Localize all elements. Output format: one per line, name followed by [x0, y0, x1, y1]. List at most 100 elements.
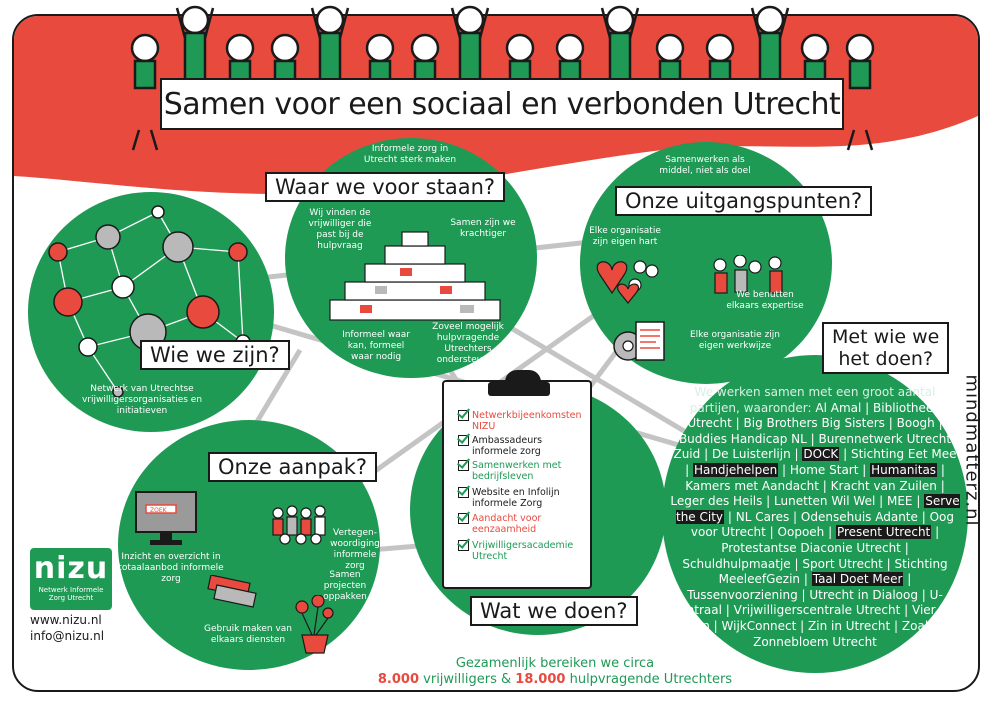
caption-aanpak-bottom: Gebruik maken van elkaars diensten [203, 624, 293, 645]
network-graph-illustration [48, 205, 251, 398]
clipboard-clip [488, 382, 550, 396]
bottom-line1: Gezamenlijk bereiken we circa [455, 656, 655, 671]
partner-item: Leger des Heils [670, 494, 763, 509]
label-waar-we-voor-staan: Waar we voor staan? [265, 172, 506, 202]
label-met-wie-line2: het doen? [838, 348, 934, 370]
caption-waar-top: Informele zorg in Utrecht sterk maken [363, 144, 457, 165]
partner-item: Utrecht in Dialoog [809, 587, 918, 602]
partner-item: Stichting MeeleefGezin [718, 556, 948, 587]
partner-item: Tussenvoorziening [687, 587, 798, 602]
bottom-line2: 8.000 vrijwilligers & 18.000 hulpvragend… [320, 672, 790, 687]
partner-item: Vrijwilligerscentrale Utrecht [733, 603, 901, 618]
label-wat-we-doen: Wat we doen? [470, 596, 638, 626]
partner-item: Home Start [789, 462, 859, 477]
partner-item: WijkConnect [721, 618, 797, 633]
clients-count: 18.000 [515, 672, 566, 687]
caption-aanpak-right2: Samen projecten oppakken [323, 570, 367, 602]
doen-item-2: Ambassadeurs informele zorg [458, 435, 582, 457]
logo-sub-1: Netwerk Informele [38, 586, 104, 594]
partner-item: Vier het Leven [673, 603, 960, 633]
figure-arms [310, 7, 350, 39]
label-wie-we-zijn: Wie we zijn? [140, 340, 290, 370]
logo-name: nizu [33, 551, 109, 586]
figure-arms [750, 7, 790, 39]
brick-pyramid-illustration [329, 231, 501, 321]
partner-item: De Luisterlijn [711, 447, 791, 462]
caption-uitgang-right: We benutten elkaars expertise [726, 290, 804, 311]
signature-text: mindmatterz.nl [961, 374, 983, 527]
partner-item: Oog voor Utrecht [690, 509, 954, 540]
caption-aanpak-right: Vertegen-woordiging informele zorg [330, 528, 380, 571]
partner-item: Al Amal [815, 400, 862, 415]
partners-list: We werken samen met een groot aantal par… [670, 385, 960, 650]
partner-item: Handjehelpen [692, 462, 779, 477]
email-link[interactable]: info@nizu.nl [30, 629, 105, 643]
monitor-search-icon: ZOEK [135, 491, 197, 545]
partner-item: DOCK [802, 447, 840, 462]
doen-item-text: Samenwerken met bedrijfsleven [472, 460, 562, 482]
partner-item: NL Cares [735, 509, 790, 524]
partner-item: Humanitas [870, 462, 938, 477]
partner-item: Taal Doet Meer [811, 572, 904, 587]
label-met-wie-line1: Met wie we [832, 326, 940, 348]
partner-item: Zoals jij [901, 618, 949, 633]
doen-item-6: Vrijwilligersacademie Utrecht [458, 540, 582, 562]
figure-legs [846, 129, 874, 151]
doen-item-text: Netwerkbijeenkomsten NIZU [472, 410, 582, 432]
label-met-wie: Met wie we het doen? [822, 322, 950, 374]
caption-waar-right: Samen zijn we krachtiger [450, 218, 516, 239]
partner-item: Boogh [896, 416, 935, 431]
partner-item: Burennetwerk Utrecht Zuid [673, 431, 952, 462]
bottom-mid: vrijwilligers & [423, 672, 512, 687]
caption-uitgang-top: Samenwerken als middel, niet als doel [659, 155, 751, 176]
caption-aanpak-left: Inzicht en overzicht in totaalaanbod inf… [118, 552, 224, 584]
partner-item: Oopoeh [777, 525, 825, 540]
partner-item: Zonnebloem Utrecht [753, 634, 877, 649]
website-link[interactable]: www.nizu.nl [30, 613, 102, 627]
partner-item: Zin in Utrecht [808, 618, 891, 633]
doen-item-text: Vrijwilligersacademie Utrecht [472, 540, 574, 562]
flower-pot-icon [295, 595, 334, 654]
partner-item: Lunetten Wil Wel [774, 494, 876, 509]
partner-item: MEE [886, 494, 913, 509]
partner-item: U-Centraal [670, 587, 943, 618]
caption-waar-left: Wij vinden de vrijwilliger die past bij … [308, 208, 372, 251]
partner-item: Big Brothers Big Sisters [743, 416, 885, 431]
contact-block: www.nizu.nl info@nizu.nl [30, 612, 104, 644]
partner-item: Stichting Eet Mee [850, 447, 957, 462]
doen-item-text: Ambassadeurs informele zorg [472, 435, 543, 457]
bottom-end: hulpvragende Utrechters [569, 672, 733, 687]
signature: mindmatterz.nl [952, 330, 992, 580]
figure-legs [131, 129, 159, 151]
partner-item: Protestantse Diaconie Utrecht [721, 540, 901, 555]
logo-sub-2: Zorg Utrecht [48, 594, 94, 602]
figure-arms [175, 7, 215, 39]
partner-item: Kracht van Zuilen [830, 478, 937, 493]
figure-body [133, 59, 157, 90]
doen-item-4: Website en Infolijn informele Zorg [458, 487, 582, 509]
partners-intro: We werken samen met een groot aantal par… [689, 385, 936, 415]
partner-item: Odensehuis Adante [800, 509, 918, 524]
partner-item: Schuldhulpmaatje [682, 556, 791, 571]
partner-item: Sport Utrecht [802, 556, 883, 571]
partner-item: Present Utrecht [835, 525, 932, 540]
caption-waar-bottom-left: Informeel waar kan, formeel waar nodig [342, 330, 410, 362]
caption-uitgang-bottom: Elke organisatie zijn eigen werkwijze [689, 330, 781, 351]
partner-item: Bibliotheek Utrecht [687, 400, 941, 431]
label-uitgangspunten: Onze uitgangspunten? [615, 186, 873, 216]
caption-wie: Netwerk van Utrechtse vrijwilligersorgan… [81, 384, 203, 416]
caption-uitgang-left: Elke organisatie zijn eigen hart [589, 226, 661, 247]
figure-arms [450, 7, 490, 39]
partner-item: Buddies Handicap NL [678, 431, 807, 446]
partner-item: Kamers met Aandacht [685, 478, 819, 493]
doen-item-1: Netwerkbijeenkomsten NIZU [458, 410, 582, 432]
people-group-illustration [272, 505, 326, 545]
nizu-logo: nizu Netwerk Informele Zorg Utrecht [30, 548, 112, 610]
hearts-people-illustration [596, 255, 783, 304]
page-title: Samen voor een sociaal en verbonden Utre… [160, 78, 844, 130]
doen-item-5: Aandacht voor eenzaamheid [458, 513, 582, 535]
caption-waar-bottom-right: Zoveel mogelijk hulpvragende Utrechters … [432, 322, 504, 365]
label-onze-aanpak: Onze aanpak? [208, 452, 378, 482]
zoek-text: ZOEK [150, 507, 168, 514]
figure-body [848, 59, 872, 90]
